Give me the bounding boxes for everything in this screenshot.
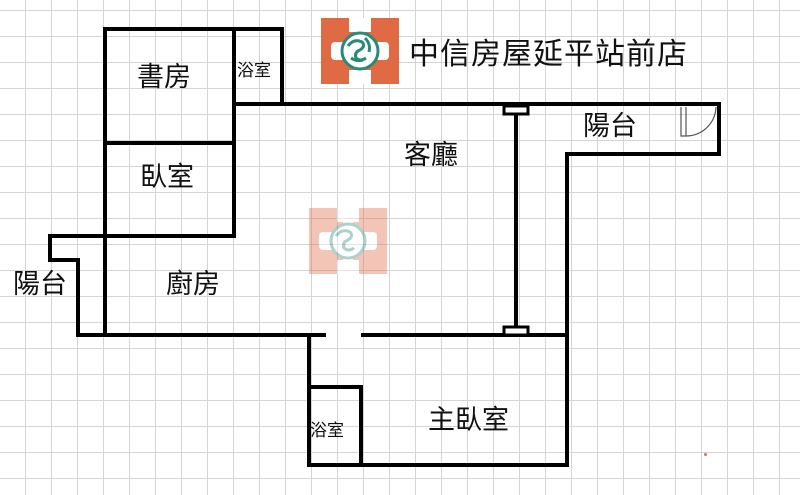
wall-bath-bottom-room	[307, 385, 363, 467]
wall-living-top	[280, 102, 721, 337]
watermark-logo-icon	[308, 208, 388, 278]
room-label-living: 客廳	[404, 140, 458, 171]
room-label-bedroom: 臥室	[140, 162, 194, 193]
room-label-bath-bottom: 浴室	[310, 421, 344, 441]
wall-study-outer	[103, 27, 284, 106]
globe-logo-icon	[321, 18, 399, 84]
wall-master-left	[307, 333, 569, 467]
room-label-study: 書房	[137, 62, 191, 93]
room-label-kitchen: 廚房	[166, 269, 220, 300]
room-label-master-bedroom: 主臥室	[428, 405, 509, 436]
wall-balcony-left	[48, 234, 326, 337]
room-label-balcony-left: 陽台	[13, 269, 67, 300]
room-label-balcony-right: 陽台	[583, 111, 637, 142]
partition-cap-top	[502, 104, 530, 116]
brand-header: 中信房屋延平站前店	[321, 18, 688, 84]
door-icon	[680, 106, 717, 137]
partition-cap-bottom	[502, 325, 530, 337]
room-label-bath-top: 浴室	[237, 61, 271, 81]
brand-title: 中信房屋延平站前店	[409, 37, 688, 72]
stray-dot	[704, 453, 707, 456]
